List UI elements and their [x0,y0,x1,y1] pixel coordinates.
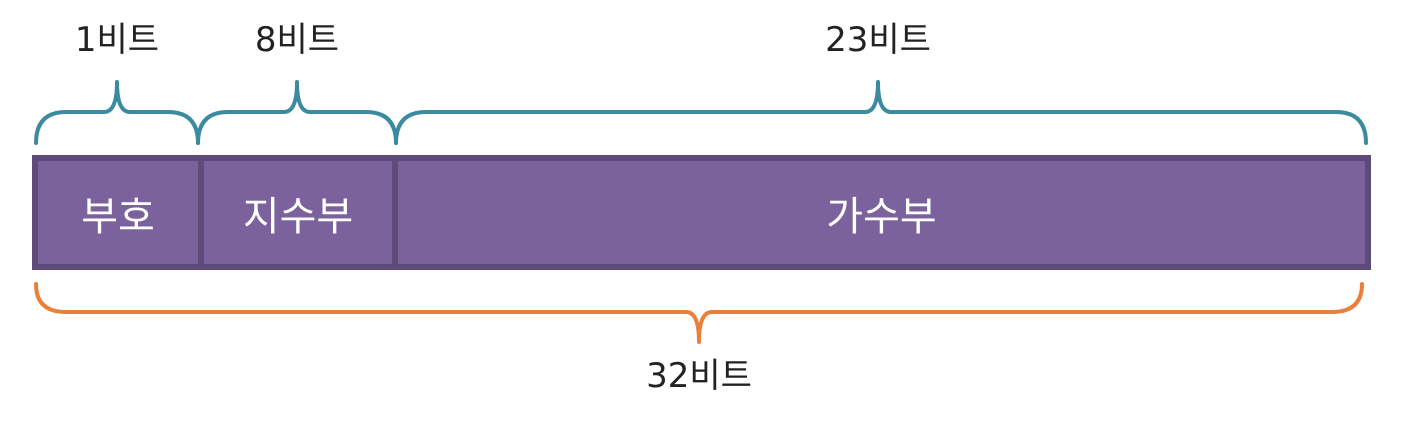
exponent-field: 지수부 [204,161,392,264]
sign-bits-label: 1비트 [74,20,160,60]
sign-brace [34,80,200,145]
field-divider [392,161,398,264]
total-brace [34,282,1364,344]
float-layout-bar: 부호 지수부 가수부 [32,155,1371,270]
mantissa-brace [394,80,1368,145]
exponent-brace [196,80,398,145]
exponent-bits-label: 8비트 [254,20,340,60]
sign-field: 부호 [38,161,198,264]
mantissa-bits-label: 23비트 [825,20,931,60]
total-bits-label: 32비트 [646,356,752,396]
field-divider [198,161,204,264]
mantissa-field: 가수부 [398,161,1365,264]
